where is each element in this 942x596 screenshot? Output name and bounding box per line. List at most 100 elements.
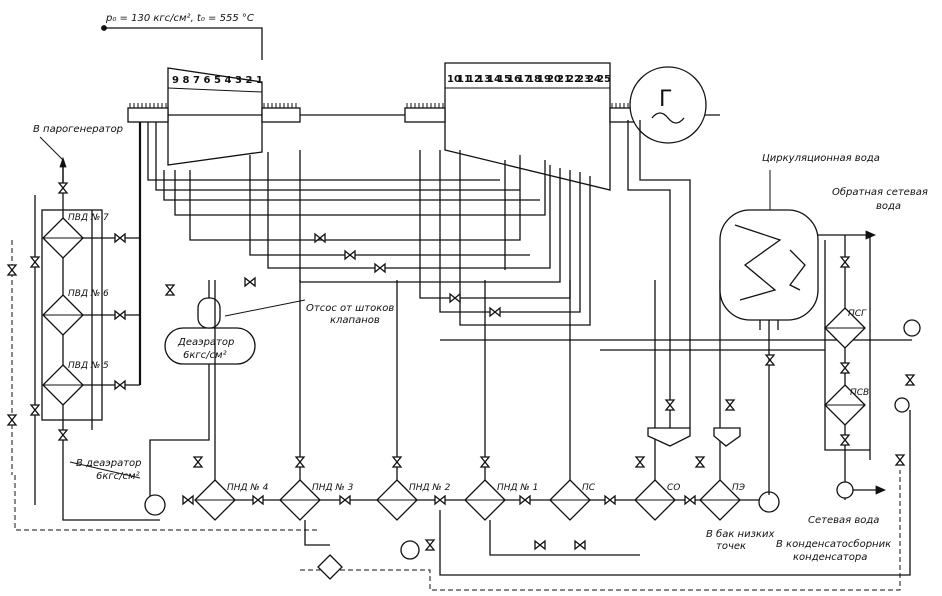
valve xyxy=(839,362,851,374)
lp-stage-number: 21 xyxy=(557,74,571,85)
low-points-tank-label-1: В бак низких xyxy=(706,528,774,540)
live-steam-line xyxy=(101,25,263,60)
heater-pnd2-label: ПНД № 2 xyxy=(409,483,451,493)
to-steam-generator-label: В парогенератор xyxy=(33,124,123,135)
hp-gland-seals xyxy=(129,103,297,108)
hp-stage-number: 7 xyxy=(193,75,200,86)
leakoff-label-1: Отсос от штоков xyxy=(306,303,394,314)
network-pump-2 xyxy=(894,397,910,413)
valve xyxy=(894,454,906,466)
valve xyxy=(424,539,436,551)
valve xyxy=(374,262,386,274)
hp-stage-number: 9 xyxy=(172,75,179,86)
lp-stage-number: 25 xyxy=(597,74,611,85)
hp-stage-number: 8 xyxy=(183,75,190,86)
return-network-water-line xyxy=(818,230,876,240)
lp-stage-number: 13 xyxy=(477,74,491,85)
hp-stage-number: 6 xyxy=(204,75,211,86)
valve xyxy=(6,264,18,276)
valve xyxy=(391,456,403,468)
valve xyxy=(764,354,776,366)
valve xyxy=(294,456,306,468)
generator xyxy=(629,66,707,144)
lp-stage-number: 16 xyxy=(507,74,521,85)
circulating-water-label: Циркуляционная вода xyxy=(762,153,880,164)
heater-pvd6 xyxy=(42,294,84,336)
valve xyxy=(574,539,586,551)
valve xyxy=(6,414,18,426)
valve xyxy=(694,456,706,468)
steam-params-label: p₀ = 130 кгс/см², t₀ = 555 °C xyxy=(105,13,254,24)
valve xyxy=(449,292,461,304)
to-deaerator-leader xyxy=(69,461,141,479)
lp-stage-number: 18 xyxy=(527,74,541,85)
valve xyxy=(634,456,646,468)
generator-symbol: Г xyxy=(659,87,672,112)
psg-label: ПСГ xyxy=(848,309,867,319)
heater-pe-label: ПЭ xyxy=(732,483,746,493)
valve xyxy=(839,434,851,446)
hp-stage-number: 1 xyxy=(256,75,263,86)
valve xyxy=(344,249,356,261)
hp-stage-number: 4 xyxy=(225,75,232,86)
valve xyxy=(519,494,531,506)
lp-stage-number: 11 xyxy=(457,74,471,85)
heater-psv xyxy=(824,384,866,426)
extraction-lines xyxy=(138,120,691,428)
valve xyxy=(664,399,676,411)
valve xyxy=(114,379,126,391)
pvd6-label: ПВД № 6 xyxy=(68,289,109,299)
heater-pnd3-label: ПНД № 3 xyxy=(312,483,354,493)
valve xyxy=(604,494,616,506)
valve xyxy=(29,256,41,268)
leakoff-leader xyxy=(224,299,306,317)
valve xyxy=(57,429,69,441)
valves xyxy=(6,182,916,551)
valve xyxy=(314,232,326,244)
heater-pvd5 xyxy=(42,364,84,406)
valve xyxy=(252,494,264,506)
lp-stage-number: 23 xyxy=(577,74,591,85)
lp-stage-number: 15 xyxy=(497,74,511,85)
condenser xyxy=(719,209,819,495)
lp-stage-number: 17 xyxy=(517,74,531,85)
to-deaerator-label-1: В деаэратор xyxy=(76,458,142,469)
valve xyxy=(434,494,446,506)
valve xyxy=(489,306,501,318)
feed-pump xyxy=(144,494,166,516)
valve xyxy=(182,494,194,506)
heater-so-label: СО xyxy=(667,483,680,493)
valve xyxy=(57,182,69,194)
ejector-1 xyxy=(647,427,691,447)
valve xyxy=(534,539,546,551)
return-water-label-2: вода xyxy=(876,201,901,212)
valve xyxy=(839,256,851,268)
lp-stage-number: 14 xyxy=(487,74,501,85)
condensate-collector-label-1: В конденсатосборник xyxy=(776,538,891,550)
lp-stage-number: 24 xyxy=(587,74,601,85)
heater-psg xyxy=(824,307,866,349)
leakoff-label-2: клапанов xyxy=(330,315,380,326)
psv-label: ПСВ xyxy=(850,388,869,398)
network-water-pump xyxy=(836,481,886,499)
valve xyxy=(164,284,176,296)
hp-heater-train xyxy=(11,165,160,521)
valve xyxy=(192,456,204,468)
valve xyxy=(724,399,736,411)
valve xyxy=(114,232,126,244)
low-points-tank-label-2: точек xyxy=(716,541,746,552)
deaerator-pressure-label: 6кгс/см² xyxy=(183,350,227,361)
to-deaerator-label-2: 6кгс/см² xyxy=(96,471,140,482)
hp-cylinder xyxy=(127,67,301,166)
valve xyxy=(339,494,351,506)
deaerator-label: Деаэратор xyxy=(177,337,234,348)
heater-ps-label: ПС xyxy=(582,483,596,493)
heater-pnd1-label: ПНД № 1 xyxy=(497,483,538,493)
pvd5-label: ПВД № 5 xyxy=(68,361,109,371)
valve xyxy=(244,276,256,288)
network-water-label: Сетевая вода xyxy=(808,515,879,526)
valve xyxy=(904,374,916,386)
hp-stage-number: 2 xyxy=(246,75,253,86)
